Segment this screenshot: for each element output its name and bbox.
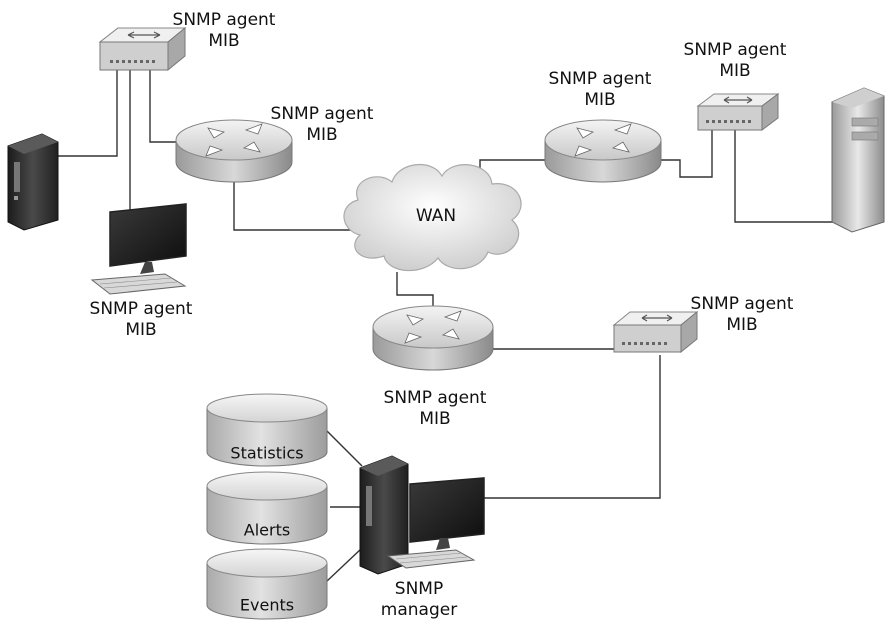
label-workstation-left: SNMP agent MIB [90, 299, 193, 341]
label-line2: MIB [719, 61, 751, 81]
label-line1: SNMP agent [270, 104, 374, 124]
database-label-events: Events [239, 595, 295, 615]
database-events[interactable] [206, 548, 328, 620]
label-line1: SNMP agent [683, 40, 787, 60]
wan-cloud [343, 163, 522, 272]
router-top-right[interactable] [544, 119, 662, 183]
label-router-top-left: SNMP agent MIB [271, 104, 374, 146]
label-manager: SNMP manager [381, 579, 457, 621]
database-label-statistics: Statistics [230, 443, 304, 463]
label-line1: SNMP agent [172, 10, 276, 30]
database-statistics[interactable] [206, 393, 328, 467]
tower-pc-left[interactable] [7, 133, 59, 231]
monitor-left[interactable] [90, 203, 187, 295]
label-line2: MIB [419, 409, 451, 429]
label-line1: SNMP agent [89, 299, 193, 319]
database-alerts[interactable] [206, 471, 328, 545]
label-line2: MIB [584, 90, 616, 110]
label-router-middle: SNMP agent MIB [384, 388, 487, 430]
label-line1: SNMP agent [383, 388, 487, 408]
label-switch-top-left: SNMP agent MIB [173, 10, 276, 52]
label-line1: SNMP agent [548, 69, 652, 89]
label-line1: SNMP [394, 579, 444, 599]
switch-top-right[interactable] [696, 93, 780, 131]
switch-bottom-right[interactable] [612, 310, 699, 354]
server-right[interactable] [831, 87, 885, 233]
wan-label: WAN [415, 206, 457, 226]
label-line1: SNMP agent [690, 294, 794, 314]
label-line2: MIB [208, 31, 240, 51]
router-top-left[interactable] [175, 119, 293, 183]
label-line2: MIB [726, 315, 758, 335]
manager-workstation[interactable] [359, 455, 485, 575]
label-line2: MIB [306, 125, 338, 145]
router-middle[interactable] [372, 305, 494, 371]
label-switch-top-right: SNMP agent MIB [684, 40, 787, 82]
label-router-top-right: SNMP agent MIB [549, 69, 652, 111]
connection-lines [58, 70, 870, 583]
switch-top-left[interactable] [98, 26, 187, 72]
label-line2: manager [380, 600, 458, 620]
label-switch-bottom-right: SNMP agent MIB [691, 294, 794, 336]
database-label-alerts: Alerts [243, 520, 291, 540]
label-line2: MIB [125, 320, 157, 340]
